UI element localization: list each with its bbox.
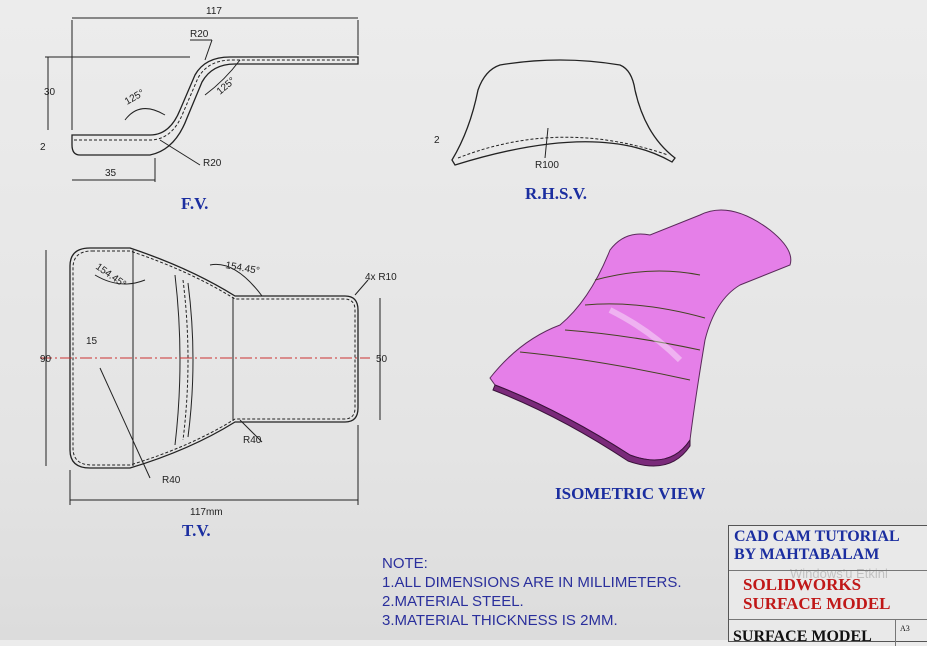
- activation-watermark: Windows'u Etkinl: [790, 566, 888, 581]
- top-view: 90 117mm 50 15 154.45° 154.45° 4x R10 R4…: [40, 247, 397, 518]
- note-item: 3.MATERIAL THICKNESS IS 2MM.: [382, 612, 618, 629]
- front-view: 117 30 2 35 R20 R20 125° 125°: [40, 6, 359, 182]
- title-line2: BY MAHTABALAM: [734, 546, 880, 563]
- dim-r1: R40: [162, 475, 181, 486]
- drawing-name: SURFACE MODEL: [729, 620, 896, 646]
- dim-height: 90: [40, 354, 52, 365]
- dim-fillet: 4x R10: [365, 272, 397, 283]
- title-line4: SURFACE MODEL: [743, 594, 891, 613]
- dim-angle1: 154.45°: [93, 261, 128, 290]
- dim-thickness: 2: [434, 135, 440, 146]
- dim-thickness: 2: [40, 142, 46, 153]
- dim-right-height: 50: [376, 354, 388, 365]
- note-item: 1.ALL DIMENSIONS ARE IN MILLIMETERS.: [382, 574, 682, 591]
- dim-r-bottom: R20: [203, 158, 222, 169]
- dim-base: 35: [105, 168, 117, 179]
- notes-title: NOTE:: [382, 555, 428, 572]
- dim-r-top: R20: [190, 29, 209, 40]
- isometric-view-label: ISOMETRIC VIEW: [555, 484, 706, 503]
- dim-width: 117: [206, 6, 222, 17]
- front-view-label: F.V.: [181, 194, 209, 213]
- title-line3: SOLIDWORKS: [743, 575, 862, 594]
- dim-offset: 15: [86, 336, 98, 347]
- dim-angle2: 154.45°: [224, 260, 260, 277]
- sheet-size: A3: [900, 624, 910, 633]
- side-view: 2 R100: [434, 59, 676, 171]
- dim-r2: R40: [243, 435, 262, 446]
- note-item: 2.MATERIAL STEEL.: [382, 593, 524, 610]
- dim-angle1: 125°: [123, 88, 146, 108]
- notes: NOTE: 1.ALL DIMENSIONS ARE IN MILLIMETER…: [382, 554, 682, 630]
- dim-radius: R100: [535, 160, 559, 171]
- side-view-label: R.H.S.V.: [525, 184, 588, 203]
- title-line1: CAD CAM TUTORIAL: [734, 528, 900, 545]
- dim-angle2: 125°: [215, 76, 238, 98]
- dim-width: 117mm: [190, 507, 223, 518]
- dim-height: 30: [44, 87, 56, 98]
- isometric-model: [489, 209, 792, 467]
- top-view-label: T.V.: [182, 521, 211, 540]
